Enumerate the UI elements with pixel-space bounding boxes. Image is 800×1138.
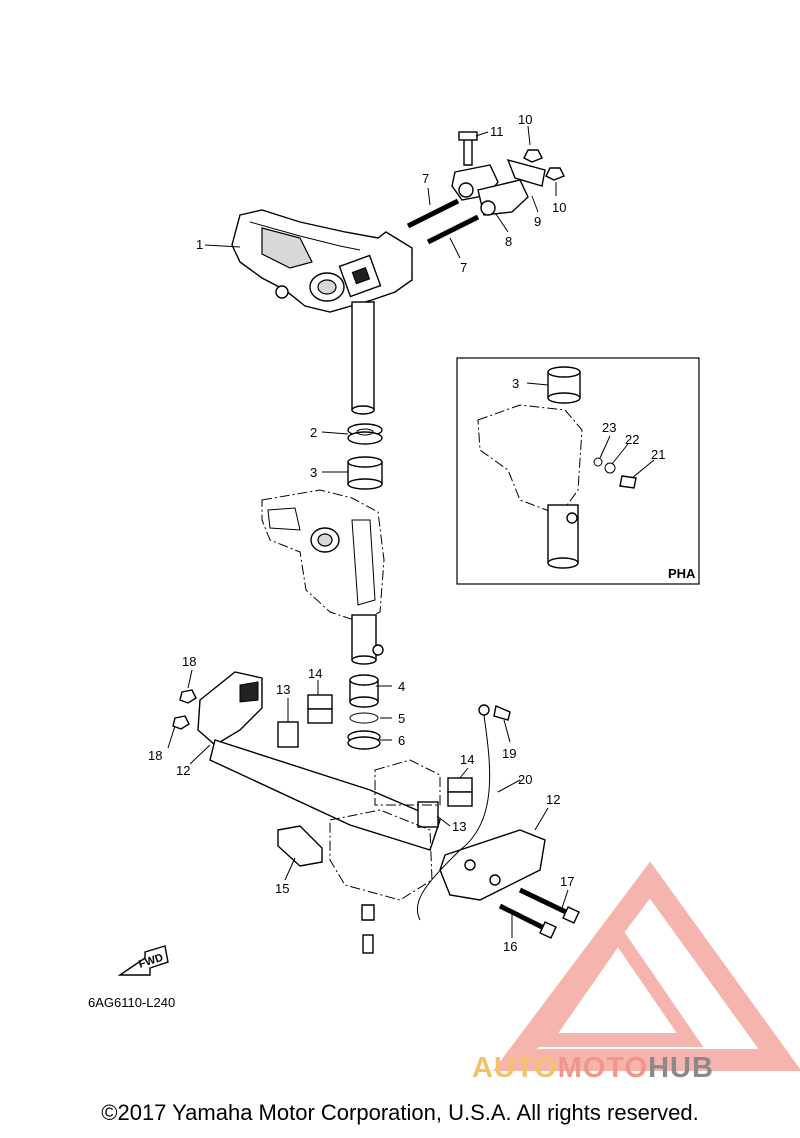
- callout-10a: 10: [518, 112, 532, 127]
- inset-label: PHA: [668, 566, 696, 581]
- callout-18b: 18: [148, 748, 162, 763]
- callout-23: 23: [602, 420, 616, 435]
- callout-10b: 10: [552, 200, 566, 215]
- damper-bracket-assembly: [451, 131, 565, 216]
- upper-mount-bracket: [231, 209, 413, 415]
- callout-8: 8: [505, 234, 512, 249]
- callout-12a: 12: [176, 763, 190, 778]
- callout-5: 5: [398, 711, 405, 726]
- callout-17: 17: [560, 874, 574, 889]
- watermark-logo-icon: [493, 861, 800, 1071]
- callout-18a: 18: [182, 654, 196, 669]
- callout-6: 6: [398, 733, 405, 748]
- callout-9: 9: [534, 214, 541, 229]
- callout-21: 21: [651, 447, 665, 462]
- watermark-moto: MOTO: [557, 1052, 649, 1084]
- copyright-notice: ©2017 Yamaha Motor Corporation, U.S.A. A…: [101, 1100, 699, 1125]
- bushings-main: [347, 423, 383, 490]
- lower-bushings: [347, 674, 381, 750]
- callout-20: 20: [518, 772, 532, 787]
- callout-7b: 7: [460, 260, 467, 275]
- callout-19: 19: [502, 746, 516, 761]
- watermark-text: AUTOMOTOHUB: [472, 1052, 714, 1085]
- watermark-hub: HUB: [648, 1052, 714, 1084]
- stud-bolts: [406, 198, 480, 245]
- diagram-code: 6AG6110-L240: [88, 995, 176, 1010]
- inset-pha: [456, 357, 700, 585]
- swivel-bracket-phantom: [261, 489, 385, 665]
- callout-2: 2: [310, 425, 317, 440]
- callout-labels: 1 2 3 3 4 5 6 7 7 8 9 10 10 11 12 12 13 …: [148, 112, 665, 954]
- callout-7a: 7: [422, 171, 429, 186]
- callout-11: 11: [490, 124, 504, 139]
- callout-1: 1: [196, 237, 203, 252]
- fwd-arrow-icon: [117, 945, 169, 976]
- callout-3: 3: [310, 465, 317, 480]
- lower-mount-assembly: [172, 671, 580, 954]
- callout-4: 4: [398, 679, 405, 694]
- watermark-auto: AUTO: [472, 1052, 558, 1084]
- callout-22: 22: [625, 432, 639, 447]
- callout-13b: 13: [452, 819, 466, 834]
- callout-12b: 12: [546, 792, 560, 807]
- callout-13a: 13: [276, 682, 290, 697]
- callout-leaders: [167, 125, 655, 938]
- callout-3-inset: 3: [512, 376, 519, 391]
- callout-15: 15: [275, 881, 289, 896]
- callout-16: 16: [503, 939, 517, 954]
- callout-14b: 14: [460, 752, 474, 767]
- callout-14a: 14: [308, 666, 322, 681]
